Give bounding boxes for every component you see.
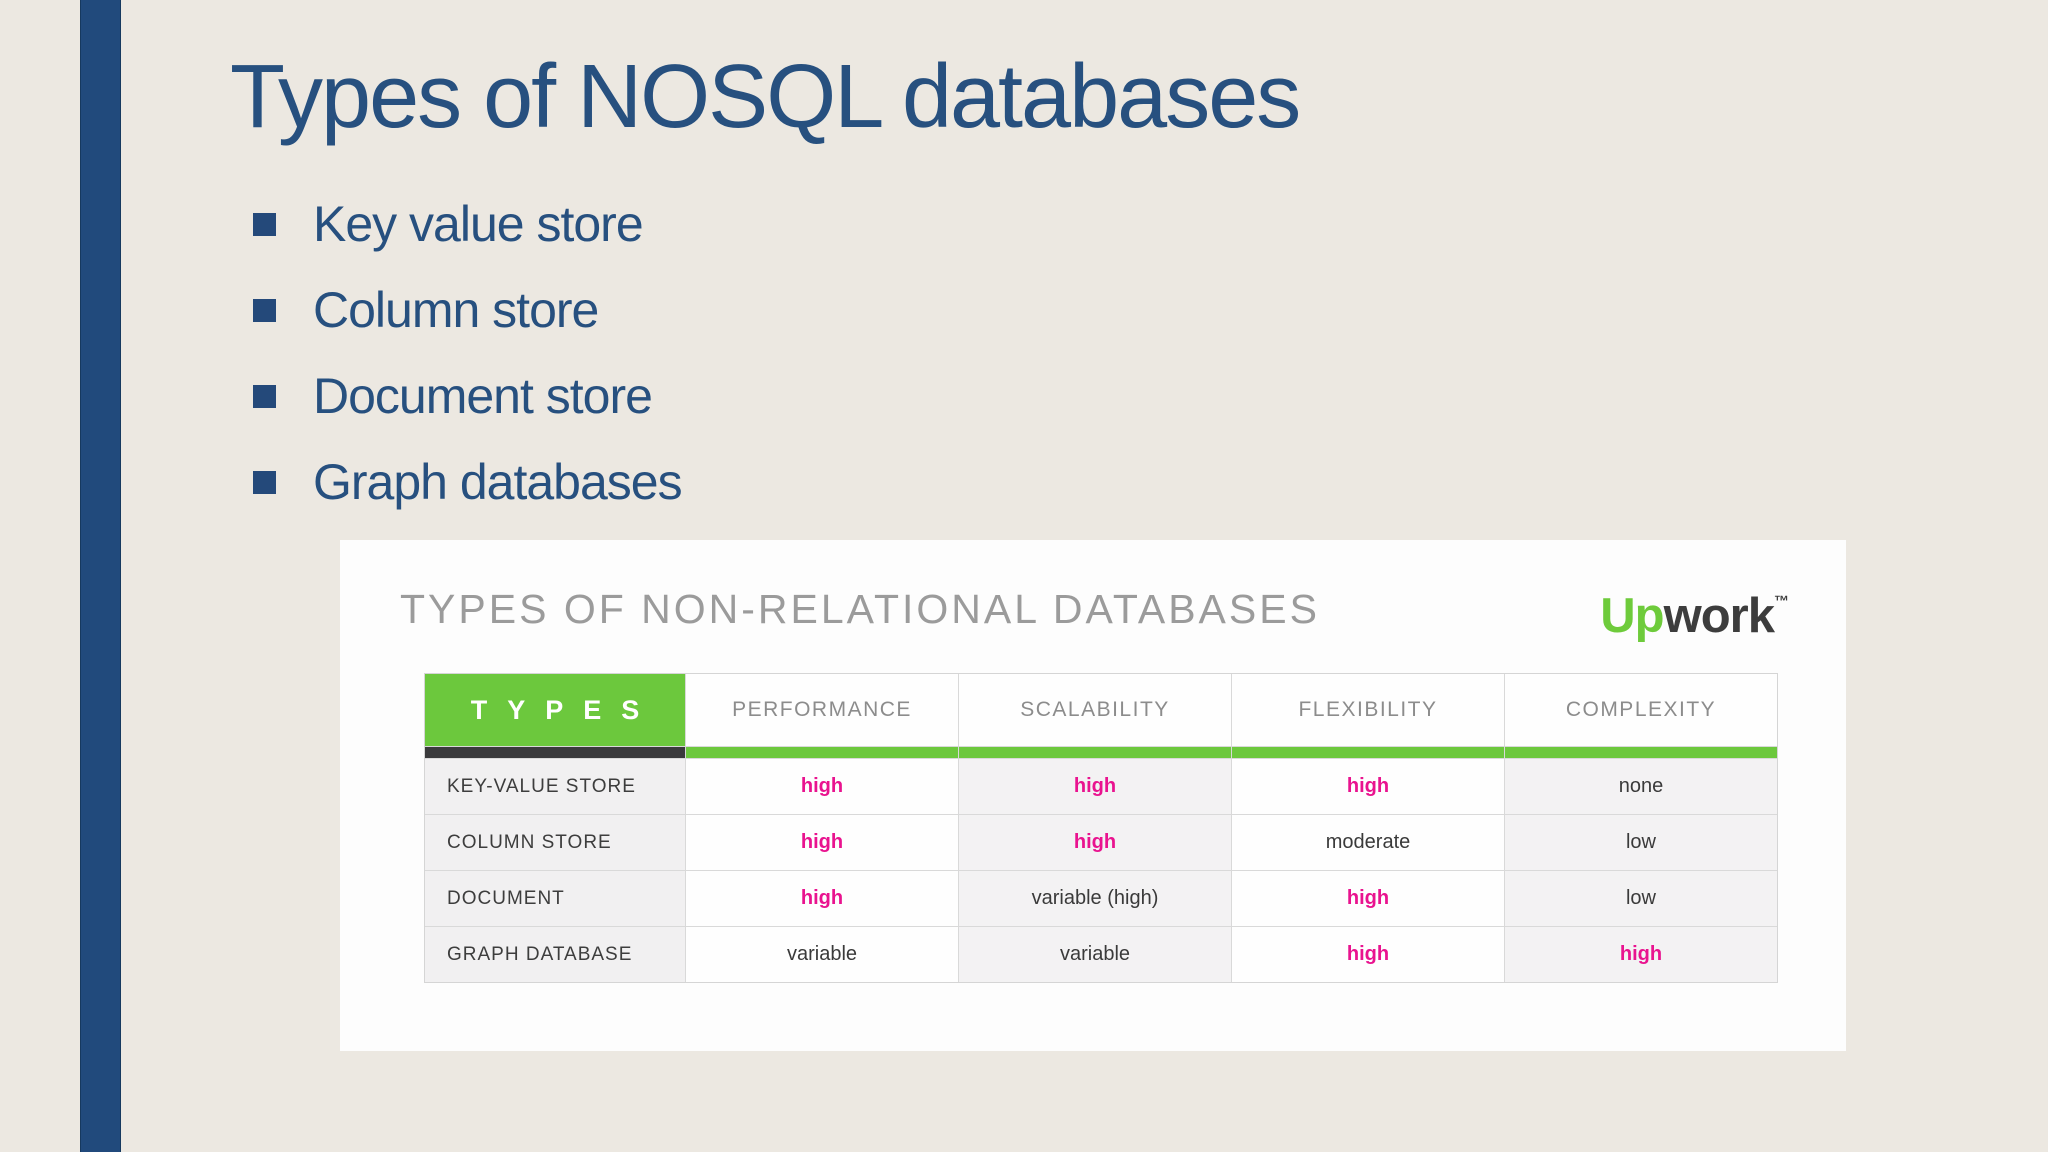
table-cell: low <box>1505 815 1777 870</box>
slide-title: Types of NOSQL databases <box>230 47 1301 147</box>
bullet-item: Graph databases <box>253 439 683 525</box>
table-cell: high <box>1232 871 1504 926</box>
row-label-graph-database: GRAPH DATABASE <box>425 927 685 982</box>
table-cell: high <box>1505 927 1777 982</box>
column-header-complexity: COMPLEXITY <box>1505 674 1777 746</box>
left-accent-bar <box>80 0 121 1152</box>
bullet-item: Column store <box>253 267 682 353</box>
table-cell: high <box>1232 927 1504 982</box>
bullet-label: Document store <box>313 368 653 424</box>
comparison-table: TYPES PERFORMANCE SCALABILITY FLEXIBILIT… <box>424 673 1778 983</box>
bullet-square-icon <box>253 384 276 408</box>
bullet-label: Key value store <box>313 196 644 252</box>
table-cell: none <box>1505 759 1777 814</box>
upwork-logo-work: work <box>1663 589 1775 643</box>
header-underline-bar <box>1232 747 1504 758</box>
bullet-square-icon <box>253 298 276 322</box>
bullet-label: Column store <box>313 282 599 338</box>
table-cell: variable <box>686 927 958 982</box>
column-header-flexibility: FLEXIBILITY <box>1232 674 1504 746</box>
row-label-key-value-store: KEY-VALUE STORE <box>425 759 685 814</box>
row-label-document: DOCUMENT <box>425 871 685 926</box>
table-cell: variable (high) <box>959 871 1231 926</box>
header-underline-bar <box>959 747 1231 758</box>
bullet-item: Document store <box>253 353 682 439</box>
table-cell: high <box>959 815 1231 870</box>
types-underline-bar <box>425 747 685 758</box>
header-underline-bar <box>686 747 958 758</box>
table-cell: high <box>959 759 1231 814</box>
bullet-list: Key value store Column store Document st… <box>253 181 683 525</box>
column-header-performance: PERFORMANCE <box>686 674 958 746</box>
table-cell: low <box>1505 871 1777 926</box>
table-cell: high <box>686 871 958 926</box>
table-cell: variable <box>959 927 1231 982</box>
table-cell: high <box>686 759 958 814</box>
infographic-title: TYPES OF NON-RELATIONAL DATABASES <box>400 586 1320 632</box>
header-underline-bar <box>1505 747 1777 758</box>
upwork-logo: Upwork™ <box>1600 589 1789 643</box>
bullet-item: Key value store <box>253 181 682 267</box>
bullet-square-icon <box>253 212 276 236</box>
column-header-scalability: SCALABILITY <box>959 674 1231 746</box>
infographic-panel: TYPES OF NON-RELATIONAL DATABASES Upwork… <box>340 540 1846 1051</box>
bullet-label: Graph databases <box>313 454 683 510</box>
table-cell: moderate <box>1232 815 1504 870</box>
table-cell: high <box>686 815 958 870</box>
column-header-types: TYPES <box>425 674 685 746</box>
bullet-square-icon <box>253 470 276 494</box>
table-cell: high <box>1232 759 1504 814</box>
upwork-logo-up: Up <box>1600 589 1664 643</box>
trademark-symbol: ™ <box>1774 593 1789 610</box>
row-label-column-store: COLUMN STORE <box>425 815 685 870</box>
